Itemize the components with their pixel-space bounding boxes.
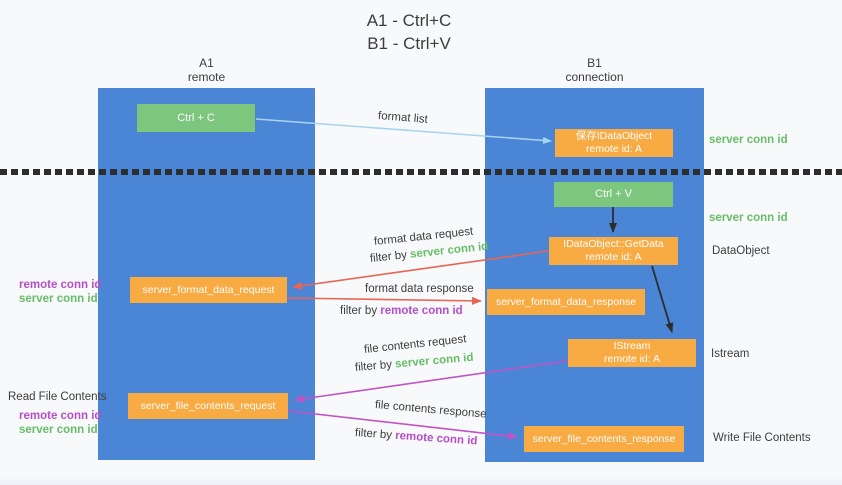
lane-header-a1: A1 remote — [146, 56, 267, 84]
node-ctrl-c-label: Ctrl + C — [177, 111, 215, 124]
node-getdata-line1: IDataObject::GetData — [563, 238, 664, 250]
node-server-file-contents-request: server_file_contents_request — [128, 393, 288, 419]
lane-a1-role: remote — [187, 70, 226, 84]
node-istream: IStream remote id: A — [568, 339, 696, 367]
lane-b1-name: B1 — [587, 56, 602, 70]
node-server-format-data-request: server_format_data_request — [130, 277, 287, 303]
left-remote-conn-id-1: remote conn id — [19, 279, 102, 291]
node-idataobject-getdata: IDataObject::GetData remote id: A — [549, 237, 678, 265]
node-server-format-data-response: server_format_data_response — [487, 289, 645, 315]
filter-prefix: filter by — [369, 248, 411, 265]
left-conn-id-group-2: remote conn id server conn id — [19, 409, 101, 437]
label-filter-by-remote-conn-id-1: filter by remote conn id — [340, 305, 463, 317]
node-server-file-contents-request-label: server_file_contents_request — [140, 399, 276, 412]
lane-header-b1: B1 connection — [534, 56, 655, 84]
label-istream: Istream — [711, 348, 750, 360]
node-server-file-contents-response-label: server_file_contents_response — [532, 432, 676, 445]
filter-prefix: filter by — [354, 358, 396, 374]
node-server-format-data-response-label: server_format_data_response — [495, 295, 637, 308]
lane-a1-name: A1 — [199, 56, 214, 70]
machine-boundary-dashed-line — [0, 169, 842, 175]
label-write-file-contents: Write File Contents — [713, 432, 811, 444]
filter-server-conn-id: server conn id — [409, 240, 489, 261]
node-ctrl-v: Ctrl + V — [554, 182, 673, 207]
label-filter-by-remote-conn-id-2: filter by remote conn id — [355, 427, 478, 448]
label-file-contents-response: file contents response — [374, 399, 487, 421]
node-server-format-data-request-label: server_format_data_request — [142, 283, 275, 296]
node-getdata-line2: remote id: A — [585, 251, 642, 263]
title-line-1: A1 - Ctrl+C — [366, 11, 452, 30]
right-server-conn-id-top: server conn id — [709, 134, 788, 146]
diagram-title: A1 - Ctrl+C B1 - Ctrl+V — [0, 9, 818, 55]
node-istream-line1: IStream — [613, 340, 651, 352]
filter-remote-conn-id: remote conn id — [394, 429, 478, 448]
node-save-idataobject: 保存IDataObject remote id: A — [555, 129, 673, 157]
node-save-idataobject-line2: remote id: A — [585, 143, 643, 155]
title-line-2: B1 - Ctrl+V — [367, 34, 451, 53]
node-ctrl-v-label: Ctrl + V — [595, 188, 632, 200]
bottom-edge — [0, 477, 842, 485]
label-read-file-contents: Read File Contents — [8, 391, 107, 403]
node-istream-line2: remote id: A — [603, 353, 661, 365]
filter-prefix: filter by — [340, 305, 381, 317]
label-format-data-response: format data response — [365, 283, 474, 295]
filter-remote-conn-id: remote conn id — [380, 305, 463, 317]
right-server-conn-id-mid: server conn id — [709, 212, 788, 224]
arrow-format-data-response — [287, 296, 482, 305]
label-format-list: format list — [377, 110, 429, 126]
filter-server-conn-id: server conn id — [394, 351, 474, 371]
left-remote-conn-id-2: remote conn id — [19, 410, 102, 422]
label-dataobject: DataObject — [712, 245, 770, 257]
left-conn-id-group-1: remote conn id server conn id — [19, 278, 101, 306]
left-server-conn-id-1: server conn id — [19, 293, 98, 305]
left-server-conn-id-2: server conn id — [19, 424, 98, 436]
node-ctrl-c: Ctrl + C — [137, 104, 255, 132]
lane-b1-role: connection — [565, 70, 624, 84]
node-server-file-contents-response: server_file_contents_response — [524, 426, 684, 452]
node-save-idataobject-line1: 保存IDataObject — [575, 130, 653, 142]
filter-prefix: filter by — [354, 427, 396, 442]
